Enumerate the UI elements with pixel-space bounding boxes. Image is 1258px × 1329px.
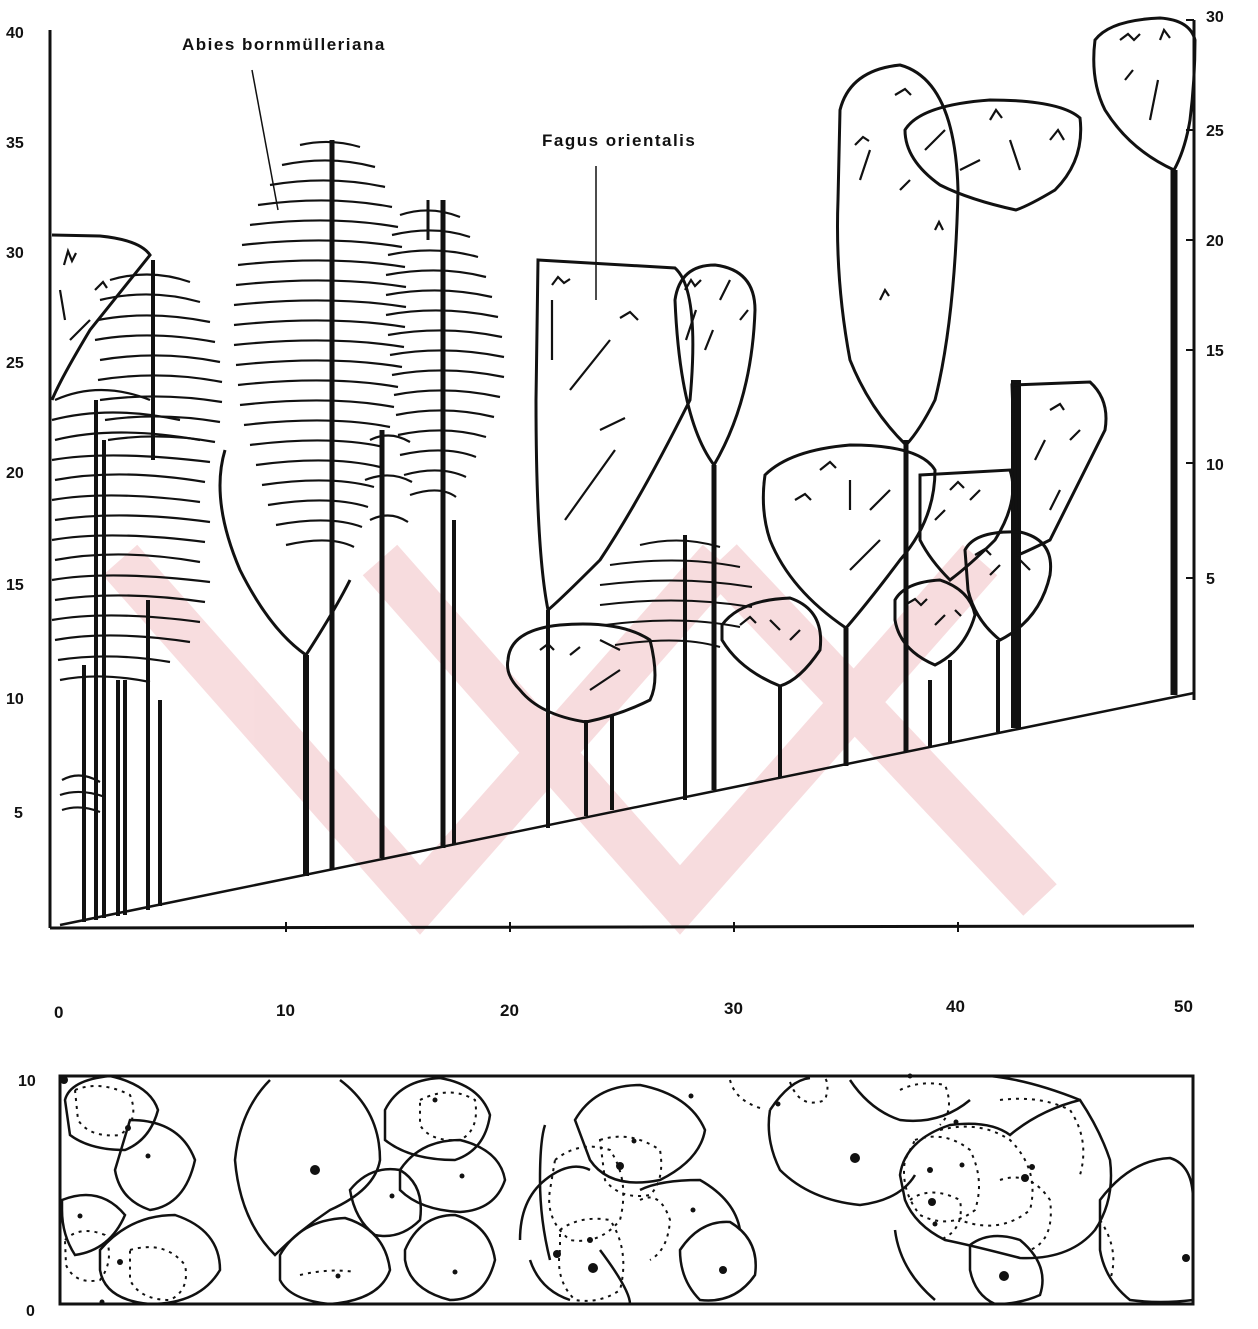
y-right-tick-20: 20 bbox=[1206, 233, 1224, 250]
y-right-tick-5: 5 bbox=[1206, 571, 1215, 588]
label-abies-leader bbox=[252, 70, 278, 210]
y-right-tick-15: 15 bbox=[1206, 343, 1224, 360]
plan-y-tick-0: 0 bbox=[26, 1303, 35, 1320]
label-fagus: Fagus orientalis bbox=[542, 131, 696, 150]
y-left-tick-5: 5 bbox=[14, 805, 23, 822]
crown-tall-tri bbox=[838, 65, 959, 445]
bottom-axis bbox=[50, 926, 1194, 928]
fagus-crowns bbox=[52, 18, 1195, 722]
x-tick-50: 50 bbox=[1174, 997, 1193, 1016]
crown-scribbles bbox=[60, 30, 1170, 690]
plan-view bbox=[60, 1074, 1193, 1305]
y-left-tick-35: 35 bbox=[6, 135, 24, 152]
left-y-ticks: 40 35 30 25 20 15 10 5 bbox=[6, 25, 24, 822]
watermark-logo bbox=[120, 560, 1040, 900]
tree-layer bbox=[52, 18, 1195, 922]
x-tick-10: 10 bbox=[276, 1001, 295, 1020]
y-left-tick-25: 25 bbox=[6, 355, 24, 372]
x-tick-0: 0 bbox=[54, 1003, 63, 1022]
x-tick-20: 20 bbox=[500, 1001, 519, 1020]
crown-big-fagus bbox=[536, 260, 693, 610]
y-right-tick-30: 30 bbox=[1206, 9, 1224, 26]
plan-stem-dots bbox=[60, 1074, 1190, 1305]
crown-right-mid bbox=[1012, 382, 1106, 555]
right-y-ticks: 30 25 20 15 10 5 bbox=[1206, 9, 1224, 588]
y-left-tick-30: 30 bbox=[6, 245, 24, 262]
y-left-tick-10: 10 bbox=[6, 691, 24, 708]
y-right-tick-10: 10 bbox=[1206, 457, 1224, 474]
fir-abies-right bbox=[365, 200, 504, 522]
crown-far-right bbox=[1094, 18, 1195, 170]
y-right-tick-25: 25 bbox=[1206, 123, 1224, 140]
label-abies: Abies bornmülleriana bbox=[182, 35, 386, 54]
plan-y-tick-10: 10 bbox=[18, 1073, 36, 1090]
plan-frame bbox=[60, 1076, 1193, 1304]
y-left-tick-15: 15 bbox=[6, 577, 24, 594]
x-ticks: 0 10 20 30 40 50 bbox=[54, 997, 1193, 1022]
y-left-tick-40: 40 bbox=[6, 25, 24, 42]
x-tick-30: 30 bbox=[724, 999, 743, 1018]
y-left-tick-20: 20 bbox=[6, 465, 24, 482]
x-tick-40: 40 bbox=[946, 997, 965, 1016]
fir-cluster-left bbox=[52, 274, 222, 812]
plan-crowns-solid bbox=[62, 1076, 1193, 1304]
